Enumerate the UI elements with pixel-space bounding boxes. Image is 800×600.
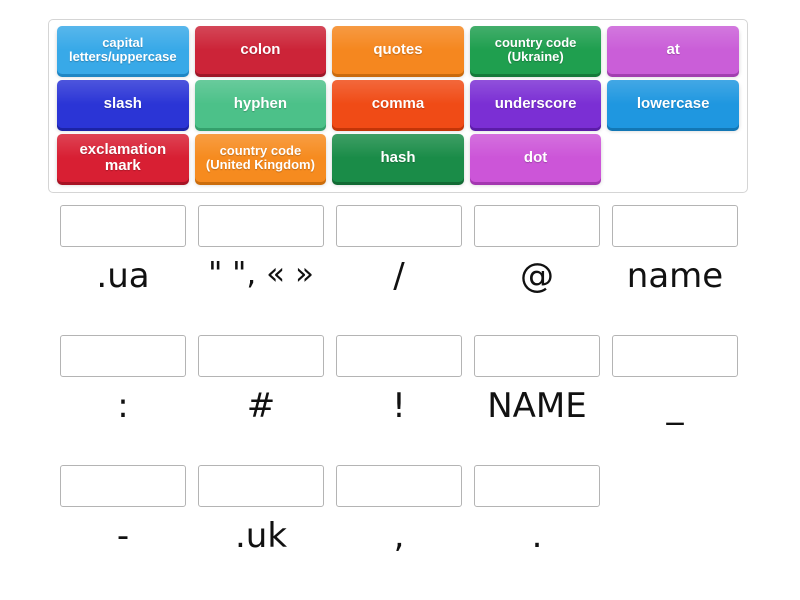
drop-box[interactable] xyxy=(336,205,462,247)
tile-label: capital letters/uppercase xyxy=(68,34,177,64)
answer-prompt-label: - xyxy=(116,516,130,556)
tile-capital-letters-uppercase[interactable]: capital letters/uppercase xyxy=(57,26,189,74)
drop-box[interactable] xyxy=(198,465,324,507)
tile-bank: capital letters/uppercase colon quotes coun… xyxy=(48,19,748,193)
tile-bank-row: slash hyphen comma underscore lowercase xyxy=(54,80,742,134)
tile-label: at xyxy=(666,40,680,58)
tile-slash[interactable]: slash xyxy=(57,80,189,128)
drop-box[interactable] xyxy=(336,335,462,377)
tile-label: country code (United Kingdom) xyxy=(205,142,315,172)
answer-cell: _ xyxy=(612,335,738,455)
tile-dot[interactable]: dot xyxy=(469,134,602,182)
tile-comma[interactable]: comma xyxy=(332,80,464,128)
drop-box[interactable] xyxy=(60,465,186,507)
tile-country-code-united-kingdom[interactable]: country code (United Kingdom) xyxy=(194,134,327,182)
tile-at[interactable]: at xyxy=(607,26,739,74)
drop-box[interactable] xyxy=(612,335,738,377)
tile-hyphen[interactable]: hyphen xyxy=(194,80,327,128)
answer-prompt-label: _ xyxy=(666,386,684,426)
drop-box[interactable] xyxy=(198,205,324,247)
tile-label: underscore xyxy=(494,94,577,112)
answer-cell: : xyxy=(60,335,186,455)
tile-bank-row: capital letters/uppercase colon quotes coun… xyxy=(54,26,742,80)
tile-colon[interactable]: colon xyxy=(194,26,327,74)
answer-cell: name xyxy=(612,205,738,325)
drop-box[interactable] xyxy=(612,205,738,247)
drop-box[interactable] xyxy=(474,205,600,247)
answer-cell: # xyxy=(198,335,324,455)
answer-prompt-label: NAME xyxy=(487,386,587,426)
answer-cell: @ xyxy=(474,205,600,325)
drop-box[interactable] xyxy=(60,335,186,377)
tile-hash[interactable]: hash xyxy=(332,134,464,182)
answer-cell: NAME xyxy=(474,335,600,455)
answer-cell: / xyxy=(336,205,462,325)
drop-box[interactable] xyxy=(474,335,600,377)
answer-prompt-label: / xyxy=(393,256,405,296)
answer-prompt-label: # xyxy=(246,386,276,426)
answer-prompt-label: , xyxy=(393,516,405,556)
tile-label: hyphen xyxy=(233,94,288,112)
tile-quotes[interactable]: quotes xyxy=(332,26,464,74)
answer-cell: " ", « » xyxy=(198,205,324,325)
answer-prompt-label: " ", « » xyxy=(208,256,314,292)
drop-box[interactable] xyxy=(60,205,186,247)
answer-prompt-label: : xyxy=(117,386,129,426)
tile-underscore[interactable]: underscore xyxy=(469,80,602,128)
answer-cell: - xyxy=(60,465,186,585)
tile-label: country code (Ukraine) xyxy=(494,34,577,64)
drop-box[interactable] xyxy=(198,335,324,377)
answer-cell: ! xyxy=(336,335,462,455)
answer-row: .ua " ", « » / @ name xyxy=(48,205,752,335)
answer-prompt-label: @ xyxy=(520,256,554,296)
answer-prompt-label: ! xyxy=(392,386,406,426)
tile-exclamation-mark[interactable]: exclamation mark xyxy=(57,134,189,182)
answer-prompt-label: .ua xyxy=(96,256,150,296)
tile-country-code-ukraine[interactable]: country code (Ukraine) xyxy=(469,26,602,74)
tile-lowercase[interactable]: lowercase xyxy=(607,80,739,128)
tile-label: hash xyxy=(380,148,416,166)
tile-label: comma xyxy=(371,94,425,112)
answer-prompt-label: .uk xyxy=(234,516,288,556)
answer-cell: . xyxy=(474,465,600,585)
answer-prompt-label: . xyxy=(531,516,543,556)
drop-box[interactable] xyxy=(336,465,462,507)
answer-cell: .ua xyxy=(60,205,186,325)
tile-label: slash xyxy=(103,94,142,112)
tile-bank-row: exclamation mark country code (United Kin… xyxy=(54,134,742,188)
tile-label: dot xyxy=(523,148,548,166)
answer-cell: .uk xyxy=(198,465,324,585)
tile-label: lowercase xyxy=(636,94,710,112)
tile-label: colon xyxy=(240,40,281,58)
tile-empty-slot xyxy=(607,134,739,182)
answer-cell: , xyxy=(336,465,462,585)
tile-label: quotes xyxy=(373,40,423,58)
answer-row: - .uk,. xyxy=(48,465,752,595)
answer-row: : #! NAME _ xyxy=(48,335,752,465)
answer-area: .ua " ", « » / @ name: #! NAME _ - .uk,. xyxy=(48,205,752,595)
answer-prompt-label: name xyxy=(626,256,724,296)
tile-label: exclamation mark xyxy=(79,140,167,174)
drop-box[interactable] xyxy=(474,465,600,507)
